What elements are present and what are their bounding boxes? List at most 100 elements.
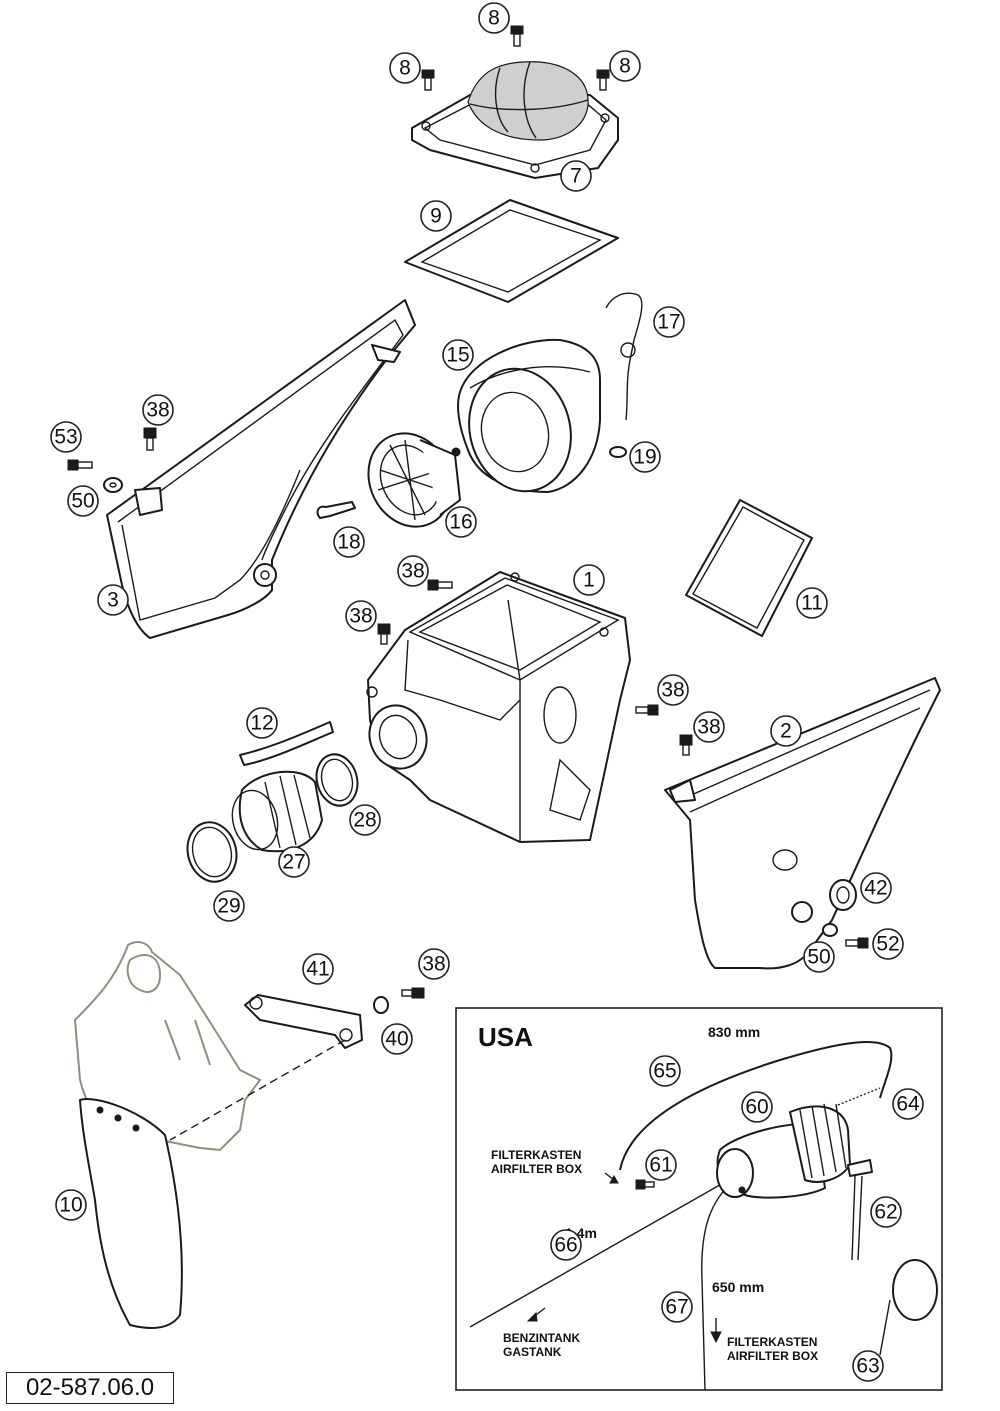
callout-64: 64	[892, 1088, 924, 1120]
callout-28: 28	[349, 804, 381, 836]
filter-cage-part	[367, 432, 461, 528]
callout-38e: 38	[693, 711, 725, 743]
callout-18: 18	[333, 526, 365, 558]
svg-text:53: 53	[54, 426, 77, 449]
callout-41: 41	[302, 953, 334, 985]
intake-boot-part	[231, 770, 323, 853]
callout-9: 9	[420, 200, 452, 232]
inset-title: USA	[478, 1022, 533, 1052]
svg-text:7: 7	[570, 165, 582, 188]
svg-text:8: 8	[399, 57, 411, 80]
callout-12: 12	[246, 707, 278, 739]
svg-text:18: 18	[337, 531, 360, 554]
bolt-part	[421, 69, 435, 91]
length-830-label: 830 mm	[708, 1024, 760, 1040]
air-box-part	[366, 571, 631, 843]
callout-29: 29	[213, 890, 245, 922]
bracket-part	[169, 994, 363, 1141]
bolt-part	[377, 623, 391, 645]
callout-38b: 38	[397, 555, 429, 587]
filter-pad-part	[685, 499, 813, 637]
callout-63: 63	[852, 1350, 884, 1382]
callout-62: 62	[870, 1196, 902, 1228]
drawing-number-label: 02-587.06.0	[6, 1372, 174, 1404]
callout-2: 2	[770, 715, 802, 747]
clip-wire-part	[605, 292, 643, 421]
svg-text:61: 61	[649, 1154, 672, 1177]
gasket-part	[404, 199, 619, 303]
mud-flap-part	[79, 1098, 183, 1329]
svg-text:38: 38	[146, 399, 169, 422]
svg-text:50: 50	[71, 490, 94, 513]
callout-16: 16	[445, 506, 477, 538]
callout-11: 11	[796, 587, 828, 619]
airfilter-box-bottom-label-2: AIRFILTER BOX	[727, 1349, 818, 1363]
bolt-part	[596, 69, 610, 91]
svg-text:29: 29	[217, 895, 240, 918]
svg-text:12: 12	[250, 712, 273, 735]
callout-8c: 8	[609, 50, 641, 82]
svg-text:42: 42	[864, 877, 887, 900]
svg-text:9: 9	[430, 205, 442, 228]
clamp-part	[186, 821, 238, 883]
svg-text:38: 38	[697, 716, 720, 739]
gastank-label-1: BENZINTANK	[503, 1331, 580, 1345]
gastank-label-2: GASTANK	[503, 1345, 562, 1359]
airfilter-box-bottom-label-1: FILTERKASTEN	[727, 1335, 817, 1349]
callout-66: 66	[550, 1229, 582, 1261]
svg-text:17: 17	[657, 311, 680, 334]
callout-8a: 8	[478, 2, 510, 34]
callout-38a: 38	[142, 394, 174, 426]
callout-42: 42	[860, 872, 892, 904]
washer-part	[822, 923, 838, 937]
svg-text:66: 66	[554, 1234, 577, 1257]
callout-52: 52	[872, 928, 904, 960]
svg-text:40: 40	[385, 1028, 408, 1051]
airfilter-box-label-2: AIRFILTER BOX	[491, 1162, 582, 1176]
grommet-part	[609, 446, 627, 458]
svg-text:15: 15	[446, 344, 469, 367]
callout-50b: 50	[803, 941, 835, 973]
callout-15: 15	[442, 339, 474, 371]
callout-38d: 38	[657, 674, 689, 706]
callout-61: 61	[645, 1149, 677, 1181]
svg-text:16: 16	[449, 511, 472, 534]
callout-67: 67	[661, 1291, 693, 1323]
bolt-part	[427, 579, 453, 591]
svg-text:67: 67	[665, 1296, 688, 1319]
svg-text:1: 1	[583, 569, 595, 592]
airfilter-box-label-1: FILTERKASTEN	[491, 1148, 581, 1162]
svg-text:19: 19	[633, 446, 656, 469]
svg-text:8: 8	[488, 7, 500, 30]
washer-part	[373, 996, 389, 1014]
callout-27: 27	[278, 846, 310, 878]
usa-inset-box: USA 830 mm 1,4m 650 mm FILTERKASTEN AIRF…	[455, 1007, 943, 1391]
callout-17: 17	[653, 306, 685, 338]
callout-8b: 8	[389, 52, 421, 84]
svg-text:60: 60	[745, 1096, 768, 1119]
callout-38f: 38	[418, 948, 450, 980]
callout-38c: 38	[345, 600, 377, 632]
bolt-part	[635, 704, 659, 716]
svg-text:63: 63	[856, 1355, 879, 1378]
bolt-part	[401, 987, 425, 999]
bolt-part	[67, 459, 93, 471]
callout-19: 19	[629, 441, 661, 473]
grommet-part	[829, 879, 857, 911]
left-side-cover-part	[106, 299, 416, 639]
bolt-part	[510, 25, 524, 47]
svg-text:38: 38	[349, 605, 372, 628]
svg-text:65: 65	[653, 1060, 676, 1083]
callout-3: 3	[97, 584, 129, 616]
filter-cover-part	[411, 61, 619, 179]
svg-text:10: 10	[59, 1194, 82, 1217]
svg-text:38: 38	[661, 679, 684, 702]
bolt-part	[679, 734, 693, 756]
callout-1: 1	[573, 564, 605, 596]
svg-text:64: 64	[896, 1093, 920, 1116]
svg-text:11: 11	[801, 592, 823, 615]
pin-part	[316, 501, 356, 519]
svg-text:38: 38	[401, 560, 424, 583]
bolt-part	[143, 427, 157, 451]
